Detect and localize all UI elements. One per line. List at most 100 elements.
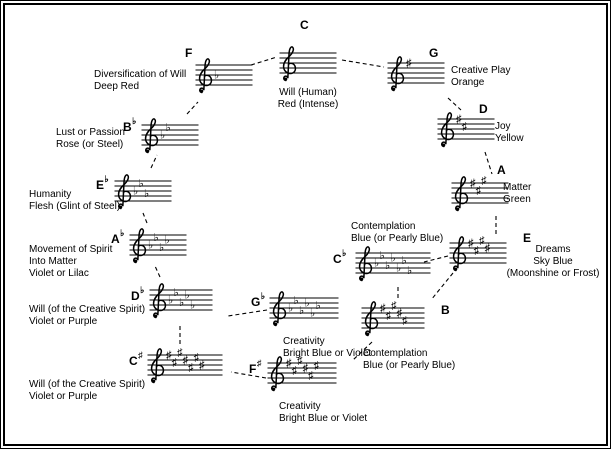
sharp-icon: ♯ bbox=[172, 357, 178, 369]
key-caption: Will (of the Creative Spirit)Violet or P… bbox=[29, 304, 149, 328]
key-letter: B bbox=[441, 304, 450, 316]
flat-icon: ♭ bbox=[299, 305, 304, 317]
treble-clef-icon bbox=[132, 228, 147, 264]
caption-line: Matter bbox=[503, 182, 532, 193]
sharp-icon: ♯ bbox=[286, 358, 292, 370]
flat-icon: ♭ bbox=[396, 263, 401, 275]
caption-line: Violet or Lilac bbox=[29, 268, 89, 279]
staff-notation: ♭♭♭ bbox=[114, 174, 172, 210]
key-letter-text: D bbox=[131, 289, 140, 303]
flat-icon: ♭ bbox=[160, 130, 165, 142]
caption-line: Humanity bbox=[29, 189, 72, 200]
flat-icon: ♭ bbox=[190, 300, 195, 312]
caption-line: Red (Intense) bbox=[277, 99, 339, 110]
connector-f-c bbox=[250, 56, 278, 66]
flat-icon: ♭ bbox=[214, 70, 219, 82]
caption-line: Will (of the Creative Spirit) bbox=[29, 304, 146, 315]
caption-line: Flesh (Glint of Steel) bbox=[29, 201, 121, 212]
key-caption: Will (Human)Red (Intense) bbox=[253, 87, 363, 111]
flat-icon: ♭ bbox=[310, 308, 315, 320]
caption-line: Contemplation bbox=[363, 348, 428, 359]
key-letter-text: A bbox=[111, 232, 120, 246]
key-letter-text: E bbox=[96, 178, 105, 192]
key-letter-text: E bbox=[523, 231, 532, 245]
key-letter: E♭ bbox=[96, 174, 109, 192]
sharp-icon: ♯ bbox=[397, 308, 403, 320]
key-accidental-mark: ♭ bbox=[132, 116, 137, 126]
key-letter: D♭ bbox=[131, 285, 145, 303]
key-letter-text: F bbox=[249, 362, 257, 376]
treble-clef-icon bbox=[144, 118, 159, 154]
caption-line: Lust or Passion bbox=[56, 127, 125, 138]
caption-line: Sky Blue bbox=[533, 256, 573, 267]
connector-e-b bbox=[430, 272, 454, 301]
treble-clef-icon bbox=[364, 301, 379, 337]
flat-icon: ♭ bbox=[139, 178, 144, 190]
flat-icon: ♭ bbox=[380, 250, 385, 262]
flat-icon: ♭ bbox=[148, 240, 153, 252]
flat-icon: ♭ bbox=[165, 235, 170, 247]
key-letter-text: C bbox=[333, 252, 342, 266]
caption-line: Creativity bbox=[283, 336, 325, 347]
treble-clef-icon bbox=[282, 46, 297, 82]
caption-line: Into Matter bbox=[29, 256, 77, 267]
sharp-icon: ♯ bbox=[468, 238, 474, 250]
caption-line: Creativity bbox=[279, 401, 321, 412]
sharp-icon: ♯ bbox=[188, 362, 194, 374]
staff-notation: ♯♯♯♯♯♯ bbox=[267, 355, 337, 392]
sharp-icon: ♯ bbox=[481, 175, 487, 187]
treble-clef-icon bbox=[270, 356, 285, 392]
key-letter: D bbox=[479, 103, 488, 115]
flat-icon: ♭ bbox=[174, 287, 179, 299]
staff-notation: ♯♯♯♯ bbox=[449, 235, 507, 272]
key-accidental-mark: ♯ bbox=[256, 358, 262, 368]
caption-line: Blue (or Pearly Blue) bbox=[363, 360, 456, 371]
treble-clef-icon bbox=[152, 283, 167, 319]
key-caption: Will (of the Creative Spirit)Violet or P… bbox=[29, 379, 179, 403]
sharp-icon: ♯ bbox=[462, 121, 468, 133]
staff-notation: ♯♯♯♯♯♯♯ bbox=[147, 347, 223, 384]
staff-notation: ♯ bbox=[387, 56, 445, 92]
sharp-icon: ♯ bbox=[199, 360, 205, 372]
key-letter-text: F bbox=[185, 46, 193, 60]
staff-notation: ♭♭ bbox=[141, 118, 199, 154]
flat-icon: ♭ bbox=[159, 242, 164, 254]
staff-notation: ♯♯♯ bbox=[451, 175, 509, 212]
key-letter: C bbox=[300, 19, 309, 31]
sharp-icon: ♯ bbox=[308, 370, 314, 382]
treble-clef-icon bbox=[198, 58, 213, 94]
key-accidental-mark: ♭ bbox=[104, 174, 109, 184]
sharp-icon: ♯ bbox=[479, 235, 485, 247]
flat-icon: ♭ bbox=[185, 290, 190, 302]
caption-line: Bright Blue or Violet bbox=[279, 413, 368, 424]
sharp-icon: ♯ bbox=[456, 114, 462, 126]
sharp-icon: ♯ bbox=[406, 58, 412, 70]
caption-line: Blue (or Pearly Blue) bbox=[351, 233, 444, 244]
sharp-icon: ♯ bbox=[380, 303, 386, 315]
key-accidental-mark: ♭ bbox=[140, 285, 145, 295]
key-letter: A bbox=[497, 164, 506, 176]
connector-aflat-eflat bbox=[142, 212, 148, 224]
caption-line: Bright Blue or Violet bbox=[283, 348, 372, 359]
treble-clef-icon bbox=[440, 112, 455, 148]
sharp-icon: ♯ bbox=[183, 355, 189, 367]
caption-line: Diversification of Will bbox=[94, 69, 187, 80]
staff-notation: ♭♭♭♭♭ bbox=[149, 283, 213, 319]
caption-line: Rose (or Steel) bbox=[56, 139, 124, 150]
flat-icon: ♭ bbox=[402, 255, 407, 267]
caption-line: Joy bbox=[495, 121, 511, 132]
key-letter-text: B bbox=[441, 303, 450, 317]
flat-icon: ♭ bbox=[168, 295, 173, 307]
flat-icon: ♭ bbox=[391, 253, 396, 265]
